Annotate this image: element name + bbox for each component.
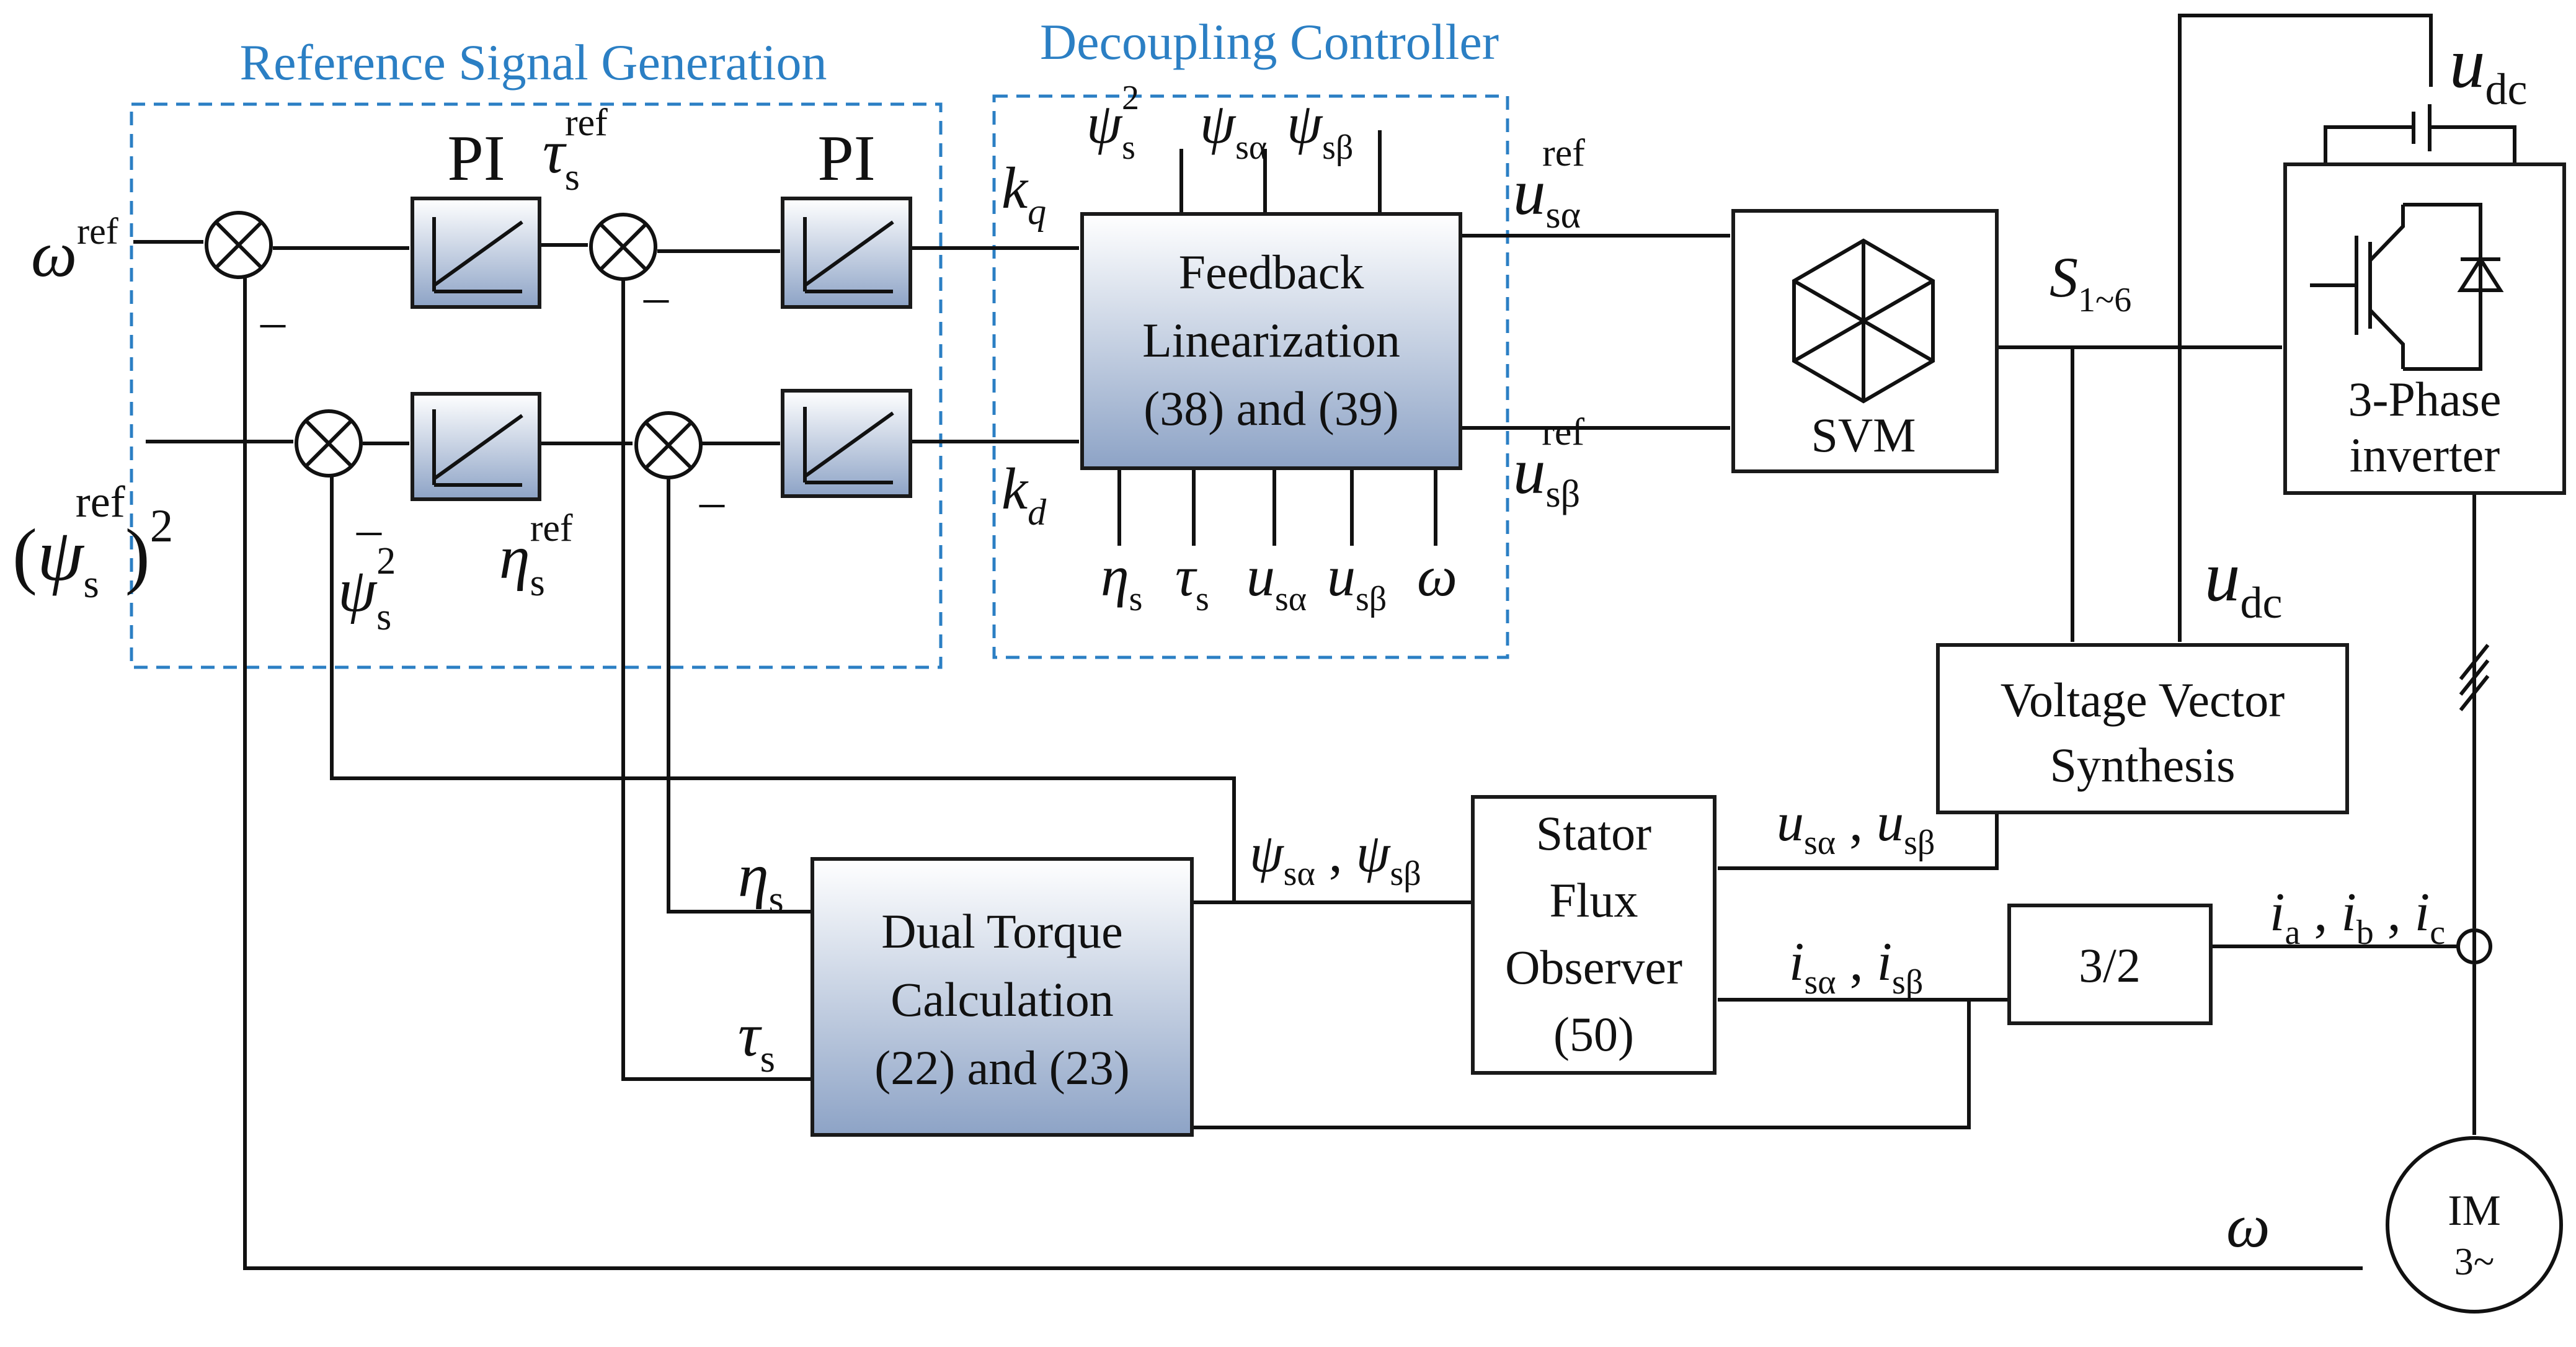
inverter-label-line1: 3-Phase [2348, 372, 2502, 426]
pi-eta-block [781, 389, 912, 498]
summing-junction-flux [295, 409, 363, 478]
pi-flux-block [411, 392, 541, 501]
feedback-linearization-block: Feedback Linearization (38) and (39) [1080, 212, 1462, 470]
sfo-label-line4: (50) [1553, 1007, 1634, 1061]
decoupling-controller-title: Decoupling Controller [1040, 14, 1499, 70]
label-i-alpha-beta: isα , isβ [1789, 932, 1923, 1002]
dtc-label-line2: Calculation [890, 972, 1114, 1026]
voltage-vector-synthesis-block: Voltage Vector Synthesis [1936, 643, 2349, 814]
label-tau-ref: τsref [543, 102, 608, 198]
label-dc-in-tau: τs [1175, 545, 1209, 618]
label-dc-in-u-beta: usβ [1327, 545, 1387, 618]
inverter-block: 3-Phase inverter [2283, 162, 2566, 495]
summing-junction-eta [634, 411, 703, 479]
pi-speed-block [411, 197, 541, 309]
stator-flux-observer-block: Stator Flux Observer (50) [1471, 795, 1717, 1075]
label-omega-ref: ωref [31, 211, 118, 290]
minus-sign-tau: – [643, 270, 669, 324]
label-dc-in-psi-beta: ψsβ [1287, 92, 1353, 167]
dual-torque-calculation-block: Dual Torque Calculation (22) and (23) [811, 857, 1194, 1137]
svm-label: SVM [1811, 408, 1916, 462]
label-dc-in-psi-alpha: ψsα [1200, 92, 1267, 167]
motor-phase-label: 3~ [2454, 1241, 2495, 1283]
label-omega-feedback: ω [2226, 1191, 2270, 1260]
label-phase-currents: ia , ib , ic [2270, 882, 2445, 952]
reference-generation-title: Reference Signal Generation [239, 34, 827, 91]
label-psi-alpha-beta: ψsα , ψsβ [1250, 824, 1421, 893]
motor-label: IM [2448, 1187, 2501, 1235]
sfo-label-line3: Observer [1505, 940, 1682, 994]
signal-lines [133, 14, 2516, 1270]
feedback-linearization-line3: (38) and (39) [1144, 381, 1399, 435]
vvs-label-line1: Voltage Vector [2001, 673, 2285, 727]
feedback-linearization-line2: Linearization [1142, 313, 1400, 367]
label-tau-feedback: τs [738, 1000, 775, 1080]
sfo-label-line1: Stator [1536, 806, 1651, 860]
label-psi-squared-feedback: ψs2 [338, 540, 396, 638]
label-eta-feedback: ηs [738, 841, 784, 921]
label-udc-mid: udc [2205, 537, 2282, 628]
inverter-label-line2: inverter [2350, 428, 2500, 482]
minus-sign-speed: – [260, 295, 286, 349]
label-u-alpha-ref: usαref [1513, 132, 1585, 236]
label-u-beta-ref: usβref [1513, 411, 1584, 515]
minus-sign-eta: – [699, 474, 725, 529]
svm-block: SVM [1731, 209, 1999, 473]
dtc-label-line3: (22) and (23) [874, 1041, 1130, 1095]
label-switch-signals: S1~6 [2050, 246, 2131, 319]
vvs-label-line2: Synthesis [2050, 738, 2235, 792]
summing-junction-tau [589, 213, 657, 281]
label-eta-ref: ηsref [499, 507, 573, 604]
reference-generation-frame [130, 102, 943, 669]
dtc-label-line1: Dual Torque [881, 904, 1123, 958]
label-dc-in-u-alpha: usα [1246, 545, 1307, 618]
decoupling-controller-frame [992, 94, 1509, 659]
feedback-linearization-line1: Feedback [1179, 245, 1364, 299]
clarke-transform-block: 3/2 [2007, 904, 2213, 1025]
clarke-transform-label: 3/2 [2079, 938, 2141, 992]
label-dc-in-eta: ηs [1101, 545, 1142, 618]
minus-sign-flux: – [356, 502, 382, 557]
summing-junction-speed [205, 211, 273, 279]
sfo-label-line2: Flux [1549, 873, 1638, 927]
label-udc-top: udc [2449, 24, 2527, 114]
label-u-alpha-beta: usα , usβ [1777, 793, 1935, 862]
label-kq: kq [1002, 155, 1046, 232]
pi-label-upper: PI [447, 122, 505, 194]
pi-tau-block [781, 197, 912, 309]
label-psi-ref-squared: (ψsref)2 [12, 477, 173, 607]
label-dc-in-psi-squared: ψs2 [1086, 79, 1139, 167]
induction-motor: IM 3~ [2386, 1136, 2563, 1314]
label-dc-in-omega: ω [1417, 545, 1457, 608]
pi-label-lower: PI [817, 122, 875, 194]
label-kd: kd [1002, 456, 1047, 533]
